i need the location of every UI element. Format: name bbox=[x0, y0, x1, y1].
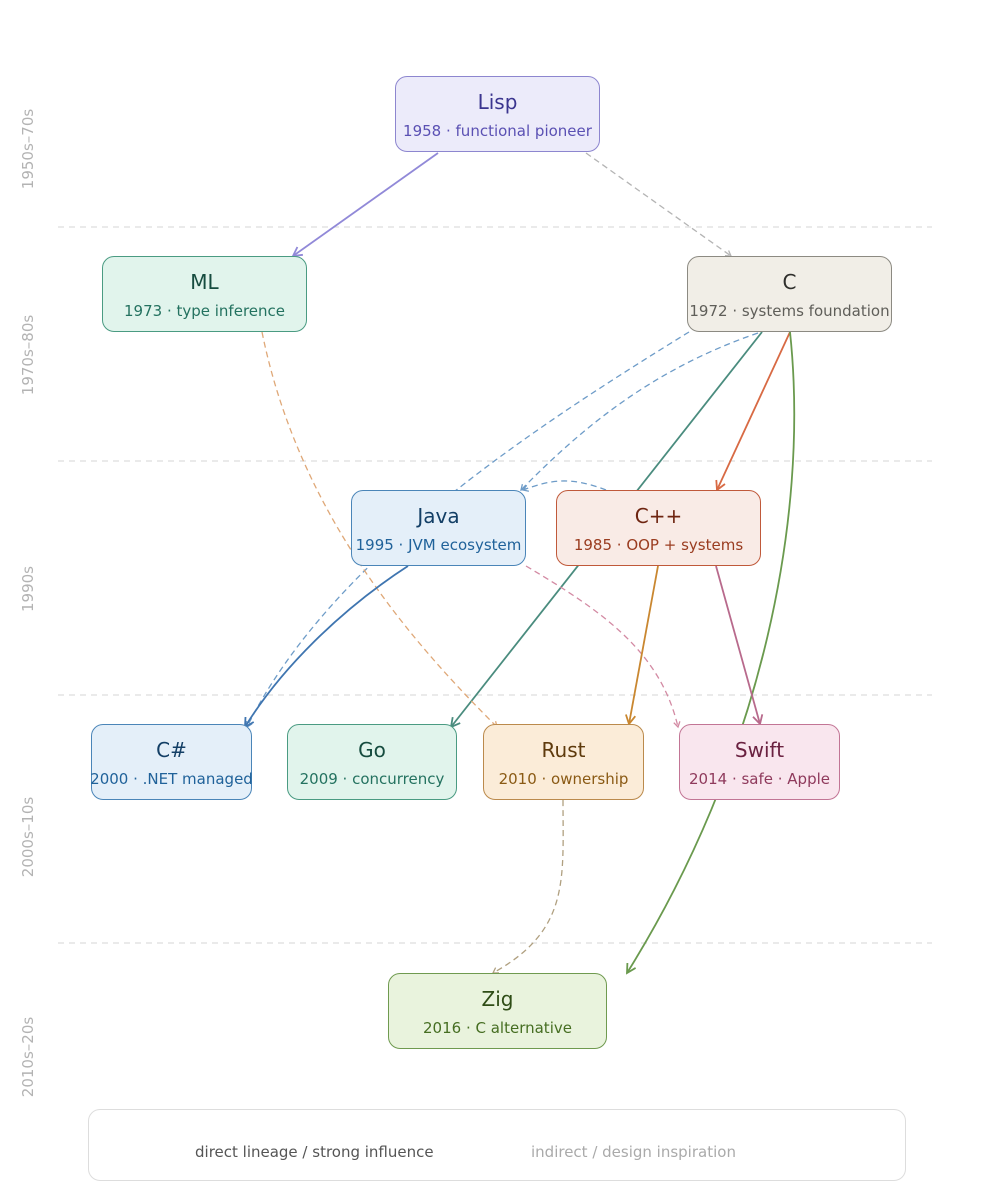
era-label-2010s-20s: 2010s–20s bbox=[19, 1016, 37, 1098]
node-go-name: Go bbox=[358, 738, 386, 762]
era-label-1950s-70s: 1950s–70s bbox=[19, 108, 37, 190]
node-cpp-name: C++ bbox=[634, 504, 683, 528]
node-rust-name: Rust bbox=[541, 738, 586, 762]
era-label-1970s-80s: 1970s–80s bbox=[19, 314, 37, 396]
node-cpp-subtitle: 1985 · OOP + systems bbox=[573, 536, 744, 554]
edge-c-to-zig bbox=[626, 331, 796, 974]
node-ml-subtitle: 1973 · type inference bbox=[124, 302, 285, 320]
era-label-1990s: 1990s bbox=[19, 566, 37, 612]
edge-rust-to-zig bbox=[492, 799, 564, 974]
node-go: Go 2009 · concurrency bbox=[287, 724, 457, 800]
node-lisp-name: Lisp bbox=[477, 90, 518, 114]
edge-cpp-to-java bbox=[522, 480, 607, 491]
edge-lisp-to-ml bbox=[292, 152, 439, 257]
era-label-2000s-10s: 2000s–10s bbox=[19, 796, 37, 878]
legend-indirect-label: indirect / design inspiration bbox=[531, 1143, 736, 1161]
arrowhead-cpp-to-java bbox=[521, 484, 530, 492]
legend-direct-label: direct lineage / strong influence bbox=[195, 1143, 434, 1161]
edge-java-to-swift bbox=[525, 565, 679, 728]
node-csharp-name: C# bbox=[156, 738, 187, 762]
node-swift: Swift 2014 · safe · Apple bbox=[679, 724, 840, 800]
node-cpp: C++ 1985 · OOP + systems bbox=[556, 490, 761, 566]
edge-c-to-java bbox=[520, 332, 759, 491]
node-lisp-subtitle: 1958 · functional pioneer bbox=[403, 122, 592, 140]
node-java: Java 1995 · JVM ecosystem bbox=[351, 490, 526, 566]
node-csharp: C# 2000 · .NET managed bbox=[90, 724, 253, 800]
node-lisp: Lisp 1958 · functional pioneer bbox=[395, 76, 600, 152]
node-csharp-subtitle: 2000 · .NET managed bbox=[90, 770, 253, 788]
edge-c-to-cpp bbox=[716, 331, 791, 491]
node-java-subtitle: 1995 · JVM ecosystem bbox=[355, 536, 522, 554]
edge-cpp-to-swift bbox=[715, 565, 761, 725]
edge-java-to-csharp bbox=[244, 565, 409, 728]
node-c-name: C bbox=[782, 270, 797, 294]
node-rust: Rust 2010 · ownership bbox=[483, 724, 644, 800]
node-ml: ML 1973 · type inference bbox=[102, 256, 307, 332]
edges bbox=[244, 152, 796, 975]
arrowhead-java-to-swift bbox=[673, 721, 681, 729]
node-c-subtitle: 1972 · systems foundation bbox=[689, 302, 890, 320]
legend bbox=[88, 1109, 906, 1181]
node-rust-subtitle: 2010 · ownership bbox=[498, 770, 629, 788]
node-zig: Zig 2016 · C alternative bbox=[388, 973, 607, 1049]
node-ml-name: ML bbox=[190, 270, 219, 294]
era-separators bbox=[58, 226, 932, 944]
node-java-name: Java bbox=[417, 504, 460, 528]
node-zig-name: Zig bbox=[481, 987, 514, 1011]
edge-lisp-to-c bbox=[585, 152, 732, 257]
node-c: C 1972 · systems foundation bbox=[687, 256, 892, 332]
node-go-subtitle: 2009 · concurrency bbox=[299, 770, 445, 788]
arrowhead-c-to-zig bbox=[626, 962, 637, 975]
node-swift-subtitle: 2014 · safe · Apple bbox=[689, 770, 830, 788]
edge-cpp-to-rust bbox=[628, 565, 659, 725]
edge-ml-to-rust bbox=[261, 331, 498, 728]
node-swift-name: Swift bbox=[734, 738, 785, 762]
node-zig-subtitle: 2016 · C alternative bbox=[423, 1019, 572, 1037]
